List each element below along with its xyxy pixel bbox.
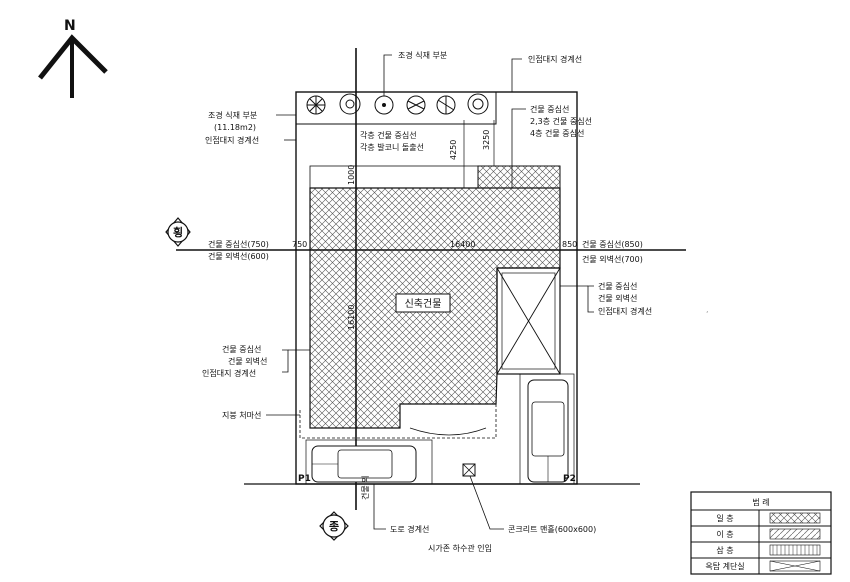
label-left-group-3: 인접대지 경계선 xyxy=(202,368,256,378)
dim-1000: 1000 xyxy=(347,165,356,185)
car-left xyxy=(311,445,417,483)
label-landscape-left: 조경 식재 부분 xyxy=(208,110,257,120)
legend-label-4: 옥탑 계단실 xyxy=(705,561,744,571)
north-arrow: N xyxy=(38,18,108,98)
tree-symbols xyxy=(306,93,489,115)
svg-text:,: , xyxy=(706,305,709,314)
axis-marker-h-text: 횡 xyxy=(173,225,183,239)
label-right-outer: 건물 외벽선(700) xyxy=(582,254,643,264)
legend-swatch-4 xyxy=(769,560,821,572)
dim-16100: 16100 xyxy=(347,305,356,330)
label-left-group-1: 건물 중심선 xyxy=(222,344,261,354)
building-label: 신축건물 xyxy=(405,298,442,310)
label-right-group-3: 인접대지 경계선 xyxy=(598,306,652,316)
car-right xyxy=(527,379,569,483)
label-left-center: 건물 중심선(750) xyxy=(208,239,269,249)
balcony-outline xyxy=(309,165,479,189)
legend: 범 례 일 층 이 층 삼 층 옥탑 계단실 xyxy=(690,491,832,575)
label-boundary-left: 인접대지 경계선 xyxy=(205,135,259,145)
dim-750: 750 xyxy=(292,240,307,249)
vertical-axis-marker: 종 xyxy=(319,511,349,541)
roof-eave-line xyxy=(299,404,497,439)
label-landscape-size: (11.18m2) xyxy=(214,123,256,132)
label-front-ext: 건물 외 xyxy=(360,475,370,500)
label-center-23: 2,3층 건물 중심선 xyxy=(530,116,592,126)
dim-4250: 4250 xyxy=(449,140,458,160)
landscape-strip xyxy=(295,91,497,125)
label-balcony: 각층 발코니 돌출선 xyxy=(360,142,424,152)
legend-label-2: 이 층 xyxy=(716,529,733,539)
label-sewer: 시가존 하수관 인입 xyxy=(428,543,492,553)
legend-swatch-3 xyxy=(769,544,821,556)
horizontal-axis-marker: 횡 xyxy=(165,217,191,247)
legend-label-1: 일 층 xyxy=(716,514,733,523)
axis-marker-v-text: 종 xyxy=(329,520,339,533)
parking-p2: P2 xyxy=(563,474,576,484)
label-column-center: 각층 건물 중심선 xyxy=(360,130,417,140)
label-center-1: 건물 중심선 xyxy=(530,104,569,114)
label-road-boundary: 도로 경계선 xyxy=(390,524,429,534)
dim-16400: 16400 xyxy=(450,240,475,249)
label-right-center: 건물 중심선(850) xyxy=(582,239,643,249)
legend-swatch-1 xyxy=(769,512,821,524)
stair-block xyxy=(477,165,561,189)
label-roof-edge: 지붕 처마선 xyxy=(222,411,261,420)
legend-title: 범 례 xyxy=(752,497,769,507)
legend-label-3: 삼 층 xyxy=(716,545,733,555)
dim-850: 850 xyxy=(562,240,577,249)
legend-swatch-2 xyxy=(769,528,821,540)
north-label: N xyxy=(64,18,76,34)
label-left-outer: 건물 외벽선(600) xyxy=(208,251,269,261)
label-center-4: 4층 건물 중심선 xyxy=(530,128,584,138)
label-right-group-1: 건물 중심선 xyxy=(598,281,637,291)
label-boundary-top: 인접대지 경계선 xyxy=(528,54,582,64)
label-left-group-2: 건물 외벽선 xyxy=(228,356,267,366)
label-landscape-top: 조경 식재 부분 xyxy=(398,50,447,60)
label-right-group-2: 건물 외벽선 xyxy=(598,293,637,303)
building-label-box xyxy=(395,293,451,313)
parking-p1: P1 xyxy=(298,474,311,484)
label-manhole: 콘크리트 맨홀(600x600) xyxy=(508,524,596,534)
dim-3250: 3250 xyxy=(482,130,491,150)
